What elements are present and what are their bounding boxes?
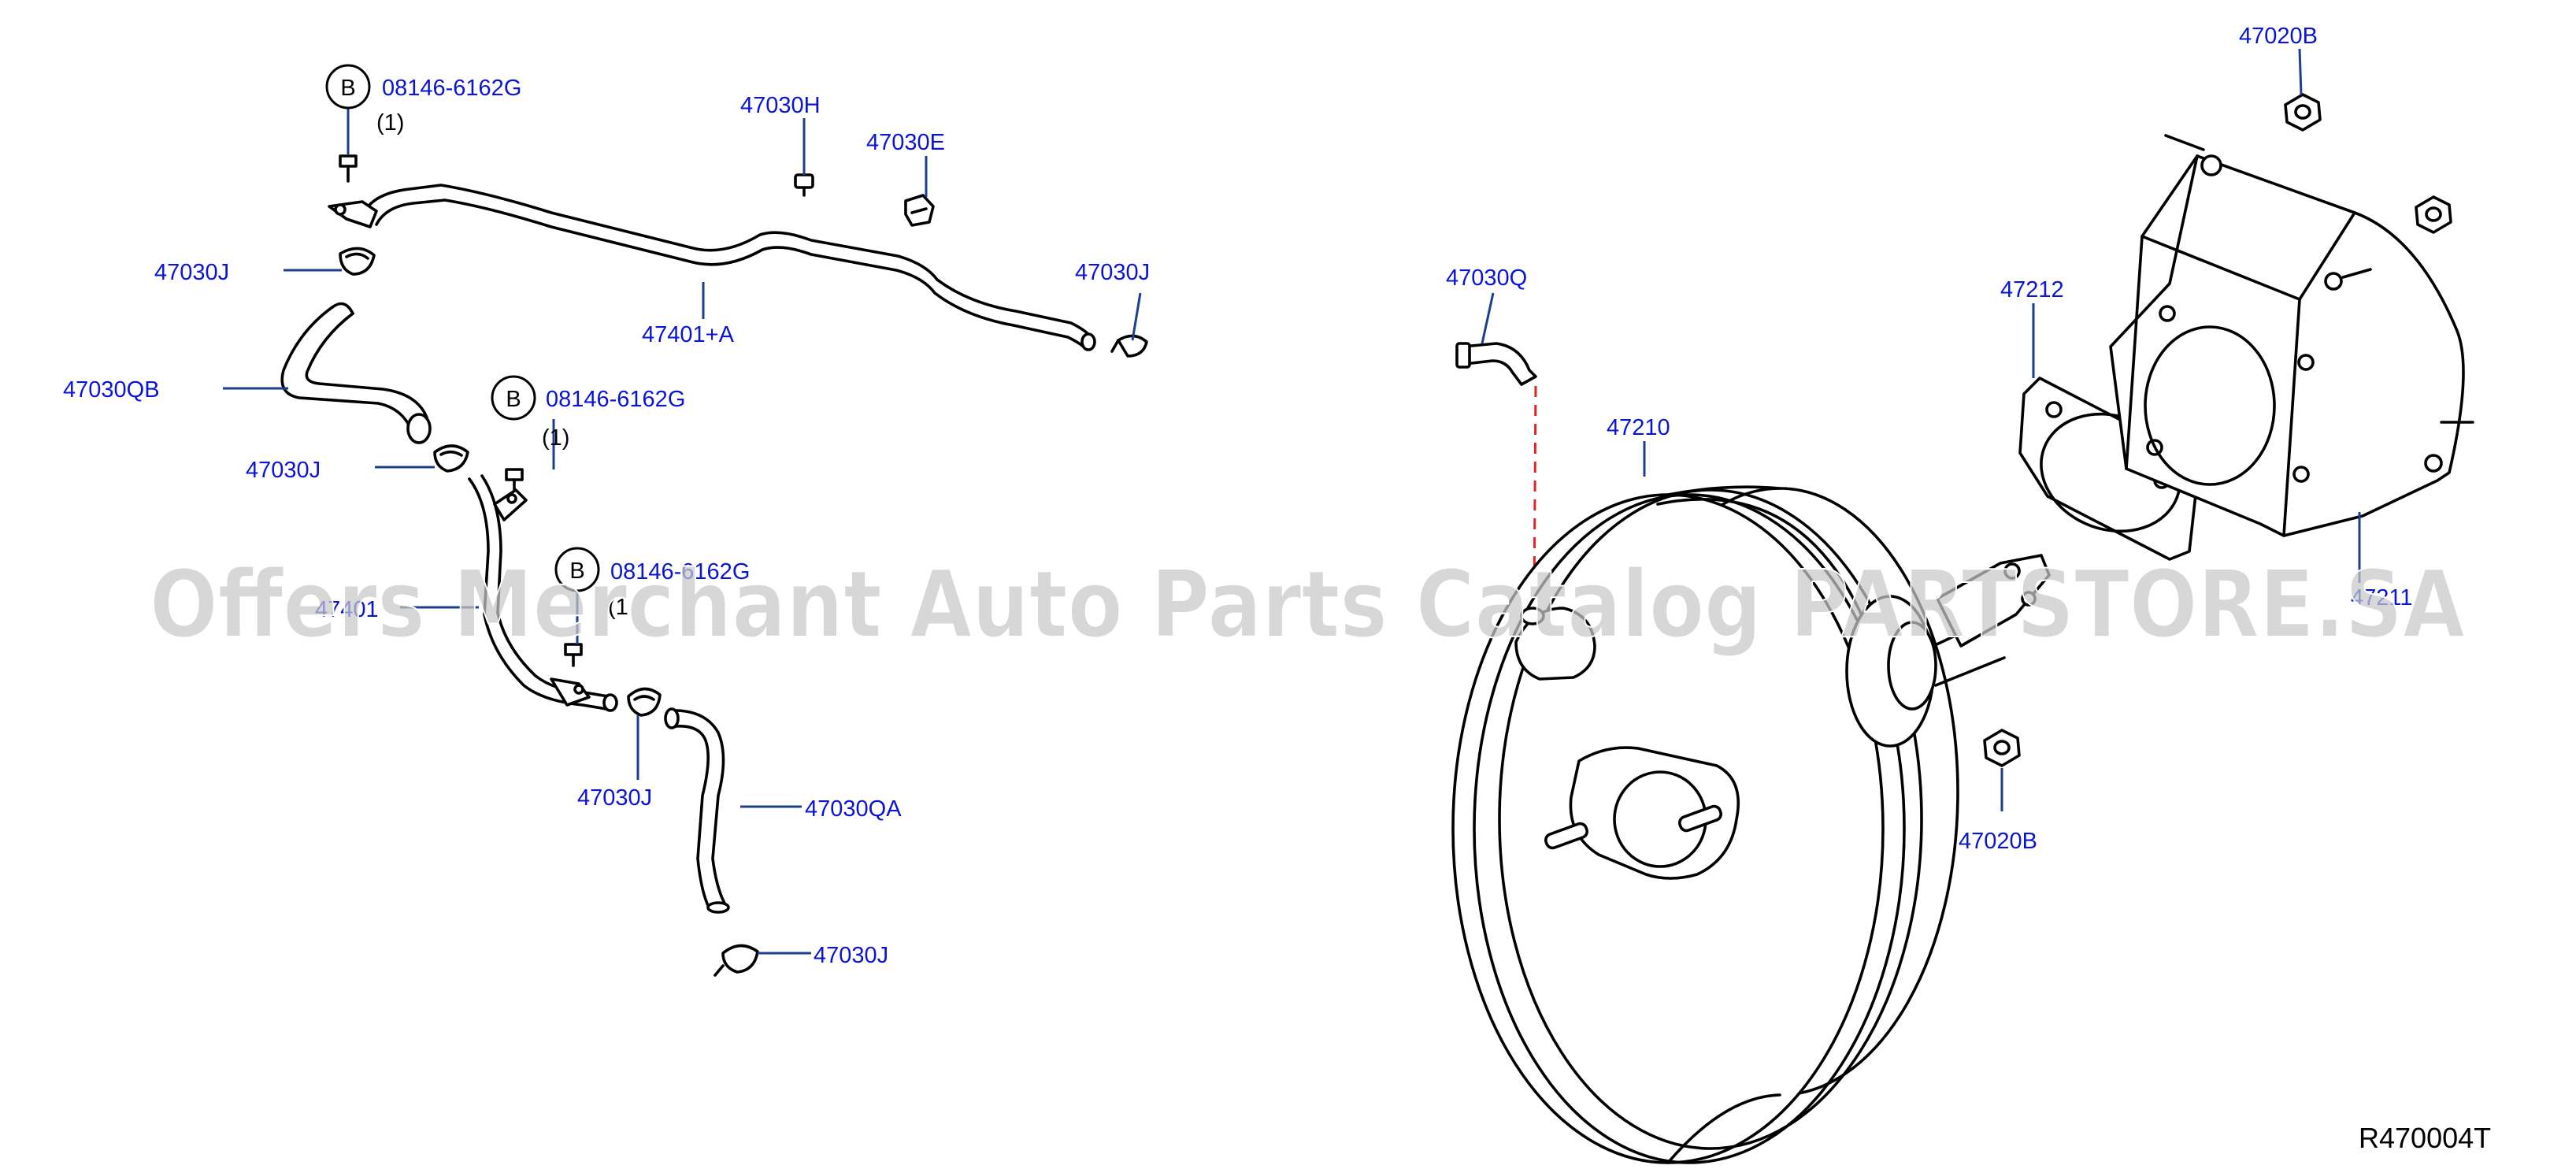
bolt-marker-letter-top: B	[340, 76, 355, 101]
label-47020b-lower[interactable]: 47020B	[1959, 829, 2037, 854]
label-47030h[interactable]: 47030H	[740, 93, 821, 118]
nut-47020b-right	[2415, 195, 2452, 234]
label-47030j-2[interactable]: 47030J	[1075, 260, 1150, 285]
label-qty-mid: (1)	[542, 425, 569, 451]
label-47210[interactable]: 47210	[1607, 415, 1670, 440]
bolt-marker-circle-mid	[491, 375, 536, 421]
clamp-upper-left	[339, 247, 376, 276]
label-47030j-5[interactable]: 47030J	[814, 943, 888, 968]
label-47030j-1[interactable]: 47030J	[154, 260, 229, 285]
label-47030j-4[interactable]: 47030J	[577, 785, 652, 811]
bracket-middle	[493, 488, 528, 521]
label-47030qb[interactable]: 47030QB	[63, 377, 160, 403]
label-bolt-top[interactable]: 08146-6162G	[382, 76, 521, 101]
brake-booster-47210	[1451, 485, 2051, 1164]
label-47030e[interactable]: 47030E	[866, 130, 945, 155]
label-qty-top: (1)	[376, 110, 404, 135]
label-47401a[interactable]: 47401+A	[642, 322, 735, 347]
diagram-code: R470004T	[2359, 1122, 2491, 1154]
clamp-tube-end	[1110, 334, 1148, 358]
leader-lines	[223, 48, 2361, 955]
clamp-bottom	[713, 944, 759, 977]
bolt-marker-circle-low	[554, 547, 600, 592]
label-47030qa[interactable]: 47030QA	[805, 796, 902, 822]
label-47020b-top[interactable]: 47020B	[2239, 24, 2318, 49]
label-qty-low: (1	[608, 595, 628, 620]
nut-47020b-lower	[1983, 729, 2021, 767]
hose-47030qb	[280, 302, 432, 444]
label-47030q[interactable]: 47030Q	[1446, 265, 1527, 291]
watermark-text: Offers Merchant Auto Parts Catalog PARTS…	[150, 550, 2465, 659]
label-47401[interactable]: 47401	[315, 597, 379, 622]
label-47211[interactable]: 47211	[2351, 585, 2413, 610]
label-47030j-3[interactable]: 47030J	[246, 458, 321, 483]
label-bolt-mid[interactable]: 08146-6162G	[546, 387, 685, 412]
check-valve-47030q	[1455, 342, 1537, 386]
bolt-lower	[564, 643, 583, 667]
bracket-lower	[550, 677, 591, 707]
clip-47030e	[904, 194, 935, 227]
spacer-47211	[2109, 134, 2474, 537]
hose-47030qa	[664, 707, 730, 914]
label-47212[interactable]: 47212	[2000, 277, 2064, 302]
bolt-marker-letter-low: B	[569, 559, 584, 584]
clamp-middle	[433, 444, 469, 473]
bolt-marker-letter-mid: B	[506, 387, 521, 412]
clip-47030h	[794, 173, 814, 197]
bracket-upper	[328, 200, 378, 228]
label-bolt-low[interactable]: 08146-6162G	[610, 559, 750, 584]
nut-47020b-top	[2284, 93, 2322, 132]
clamp-lower	[627, 687, 662, 717]
bolt-middle	[505, 468, 524, 492]
bolt-marker-circle-top	[325, 64, 371, 109]
bolt-upper	[339, 154, 358, 183]
vacuum-tube-upper	[362, 184, 1096, 351]
